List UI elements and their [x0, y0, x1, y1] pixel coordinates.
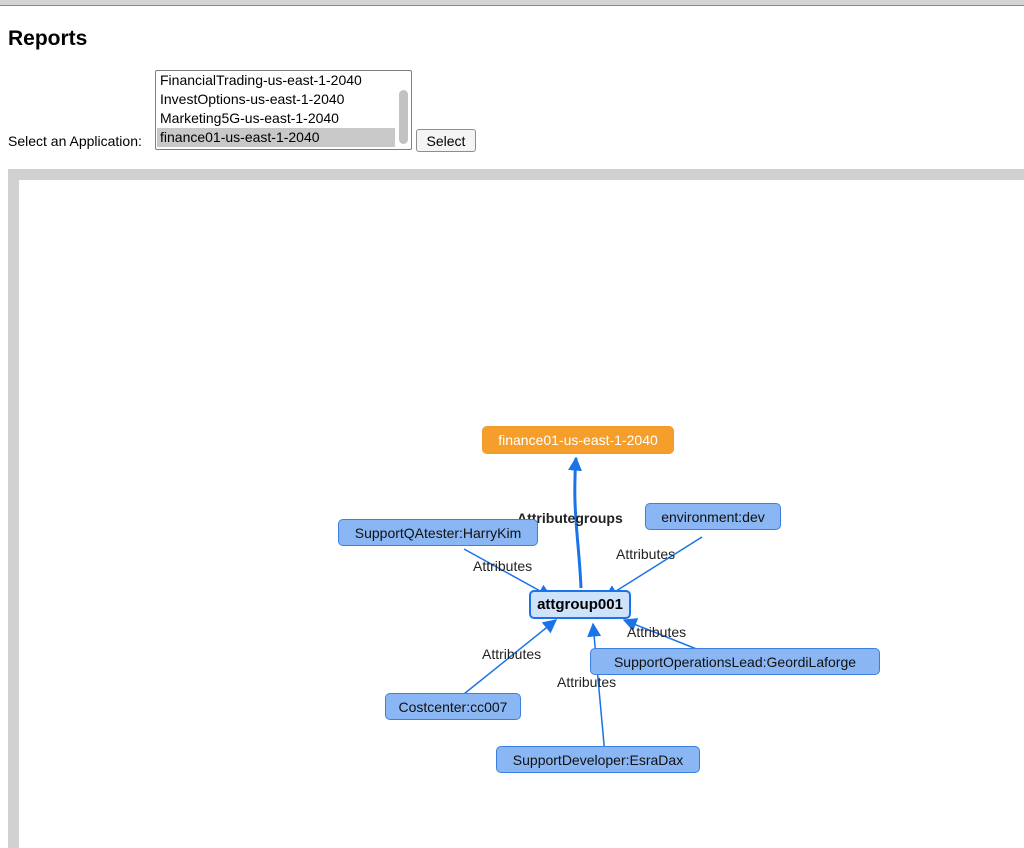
application-listbox[interactable]: FinancialTrading-us-east-1-2040 InvestOp…: [155, 70, 412, 150]
edge-group-to-app: [568, 456, 583, 589]
window-top-border: [0, 0, 1024, 6]
attribute-node-costcenter[interactable]: Costcenter:cc007: [385, 693, 521, 720]
listbox-scroll-thumb[interactable]: [399, 90, 408, 144]
attributes-edge-label: Attributes: [557, 674, 617, 690]
edge-qatester-to-group: [463, 548, 553, 598]
edge-environment-to-group: [603, 536, 703, 599]
application-option[interactable]: Marketing5G-us-east-1-2040: [160, 110, 339, 126]
attribute-node-environment[interactable]: environment:dev: [645, 503, 781, 530]
application-node[interactable]: finance01-us-east-1-2040: [482, 426, 674, 454]
page-title: Reports: [8, 27, 88, 50]
attribute-node-operations-lead[interactable]: SupportOperationsLead:GeordiLaforge: [590, 648, 880, 675]
listbox-scrollbar[interactable]: [396, 72, 410, 148]
edge-operations-to-group: [622, 618, 705, 653]
select-button[interactable]: Select: [416, 129, 476, 152]
attribute-group-node[interactable]: attgroup001: [529, 590, 631, 619]
application-option[interactable]: InvestOptions-us-east-1-2040: [160, 91, 345, 107]
graph-edges: [448, 456, 705, 756]
select-application-label: Select an Application:: [8, 133, 142, 149]
edge-developer-to-group: [587, 622, 606, 756]
attribute-node-qatester[interactable]: SupportQAtester:HarryKim: [338, 519, 538, 546]
attribute-node-developer[interactable]: SupportDeveloper:EsraDax: [496, 746, 700, 773]
application-option[interactable]: FinancialTrading-us-east-1-2040: [160, 72, 362, 88]
attributes-edge-label: Attributes: [627, 624, 687, 640]
attributes-edge-label: Attributes: [482, 646, 542, 662]
attributes-edge-label: Attributes: [616, 546, 676, 562]
attributegroups-edge-label: Attributegroups: [517, 510, 623, 526]
attributes-edge-label: Attributes: [473, 558, 533, 574]
application-option-selected[interactable]: finance01-us-east-1-2040: [157, 128, 395, 147]
edge-costcenter-to-group: [448, 619, 558, 707]
graph-panel: finance01-us-east-1-2040 Attributegroups…: [8, 169, 1024, 848]
